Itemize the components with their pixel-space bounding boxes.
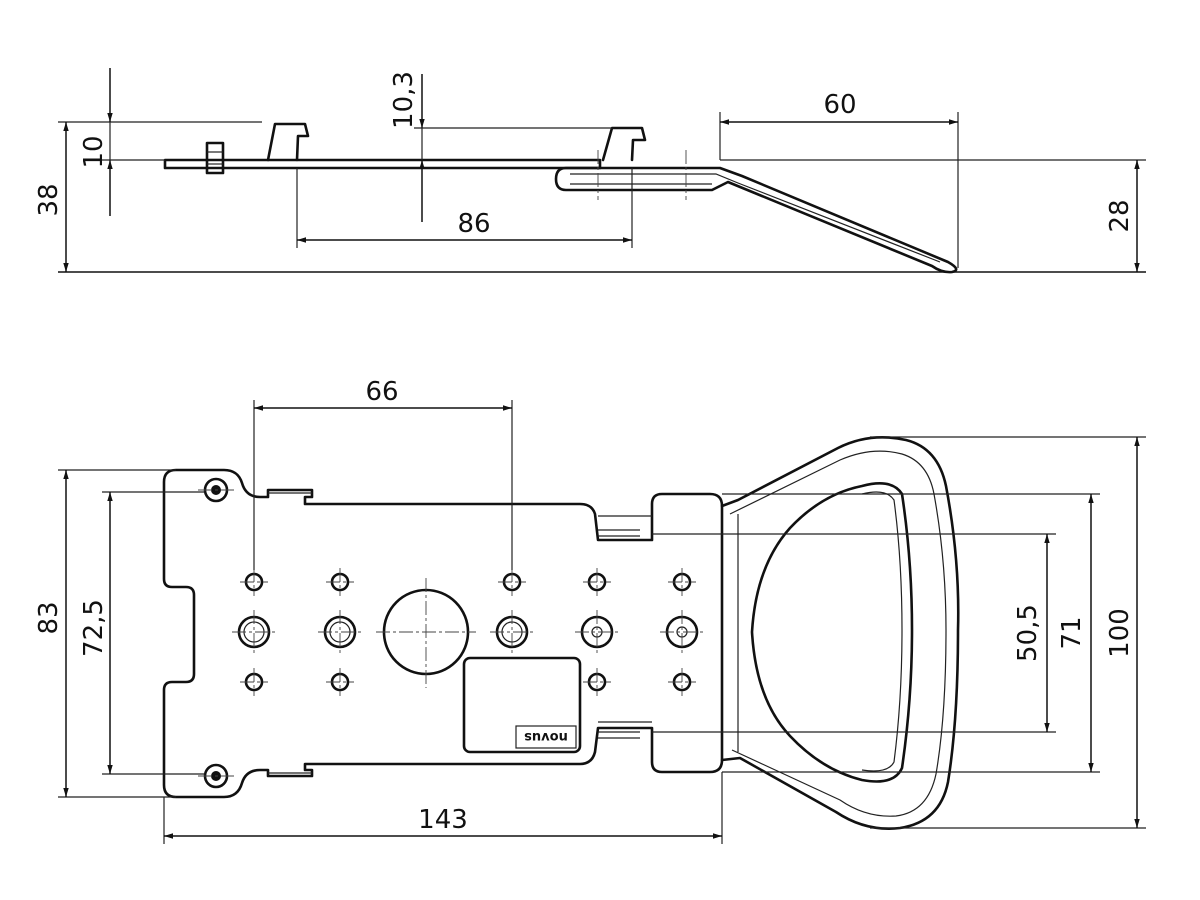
small-hole (240, 568, 268, 596)
center-hole (376, 578, 476, 688)
small-hole (326, 668, 354, 696)
top-view: novus 66 83 72,5 143 (34, 377, 1146, 844)
plate-outline (162, 468, 724, 799)
svg-text:66: 66 (365, 377, 398, 407)
dim-10-3: 10,3 (389, 71, 612, 222)
svg-text:10,3: 10,3 (389, 71, 419, 129)
small-hole (498, 568, 526, 596)
dim-72-5: 72,5 (79, 491, 205, 775)
bolt (205, 141, 225, 175)
small-hole (240, 668, 268, 696)
dim-71: 71 (722, 493, 1100, 773)
small-hole (326, 568, 354, 596)
corner-bolts (198, 477, 234, 789)
hole (232, 610, 276, 654)
svg-text:10: 10 (79, 135, 109, 168)
dim-10: 10 (79, 68, 165, 216)
grip-handle (720, 436, 960, 830)
svg-text:28: 28 (1105, 199, 1135, 232)
corner-bolt (198, 763, 234, 789)
small-holes (240, 568, 696, 696)
dim-28: 28 (720, 159, 1146, 272)
logo-text: novus (524, 729, 568, 744)
svg-text:86: 86 (457, 209, 490, 239)
svg-text:50,5: 50,5 (1013, 604, 1043, 662)
dim-38: 38 (34, 122, 69, 272)
hole (575, 610, 619, 654)
svg-text:71: 71 (1057, 616, 1087, 649)
side-handle (554, 150, 958, 274)
dim-83: 83 (34, 469, 176, 798)
corner-bolt (198, 477, 234, 503)
small-hole (668, 668, 696, 696)
small-hole (668, 568, 696, 596)
svg-text:72,5: 72,5 (79, 599, 109, 657)
side-view: 38 10 10,3 86 (34, 68, 1146, 274)
dim-66: 66 (253, 377, 513, 570)
hole (318, 610, 362, 654)
dim-60: 60 (719, 90, 959, 268)
dim-143: 143 (163, 772, 723, 844)
svg-text:143: 143 (418, 805, 468, 835)
svg-text:83: 83 (34, 601, 64, 634)
svg-text:38: 38 (34, 183, 64, 216)
hole (490, 610, 534, 654)
side-plate (163, 122, 647, 175)
dim-100: 100 (870, 436, 1146, 829)
logo-plate: novus (462, 656, 582, 754)
hole (660, 610, 704, 654)
small-hole (583, 568, 611, 596)
svg-text:60: 60 (823, 90, 856, 120)
mounting-holes (232, 610, 704, 654)
dim-50-5: 50,5 (652, 533, 1056, 733)
small-hole (583, 668, 611, 696)
svg-text:100: 100 (1105, 608, 1135, 658)
dim-86: 86 (296, 168, 633, 248)
